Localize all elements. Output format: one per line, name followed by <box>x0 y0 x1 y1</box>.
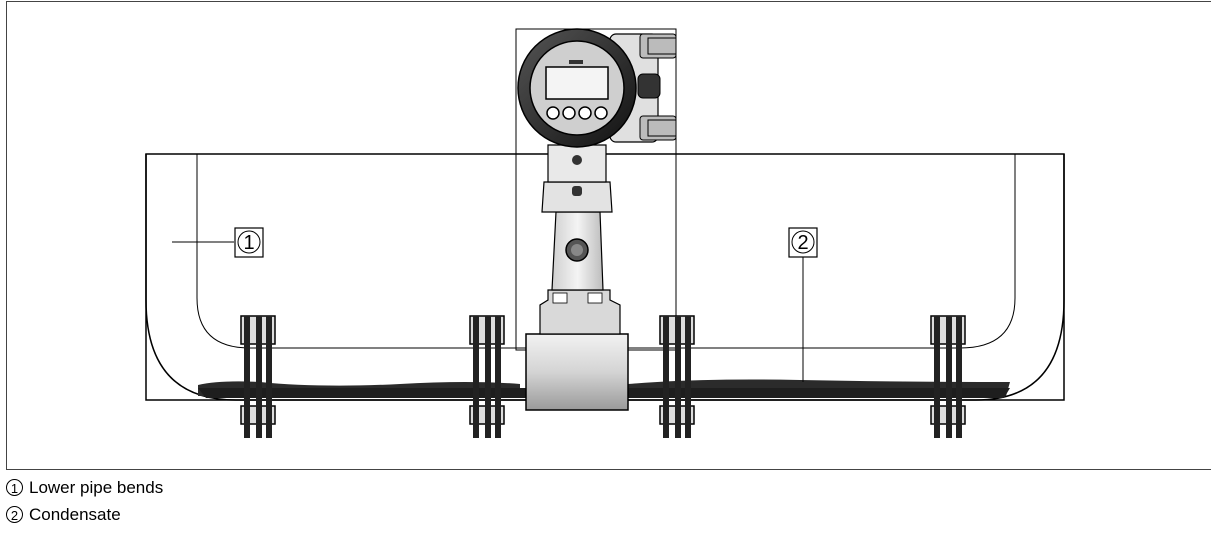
callout-1-box <box>234 227 264 258</box>
legend-item-2: 2 Condensate <box>6 501 606 528</box>
transmitter-head <box>517 28 677 148</box>
flange-mid-right <box>659 315 695 438</box>
legend-number: 1 <box>6 479 23 496</box>
legend-item-1: 1 Lower pipe bends <box>6 474 606 501</box>
meter-stem <box>539 144 621 335</box>
figure-frame <box>6 1 1211 470</box>
flange-left <box>240 315 276 438</box>
legend-number: 2 <box>6 506 23 523</box>
callout-2-box <box>788 227 818 258</box>
flange-mid-left <box>469 315 505 438</box>
legend-text: Condensate <box>29 504 121 524</box>
flange-right <box>930 315 966 438</box>
callout-1-circle <box>237 230 261 254</box>
installation-diagram: 1 2 <box>6 1 1211 470</box>
sensor-body <box>525 333 629 411</box>
legend-text: Lower pipe bends <box>29 477 164 497</box>
callout-2-circle <box>791 230 815 254</box>
callout-1-label: 1 <box>243 232 254 254</box>
legend: 1 Lower pipe bends 2 Condensate <box>6 474 606 528</box>
callout-2-label: 2 <box>797 232 808 254</box>
